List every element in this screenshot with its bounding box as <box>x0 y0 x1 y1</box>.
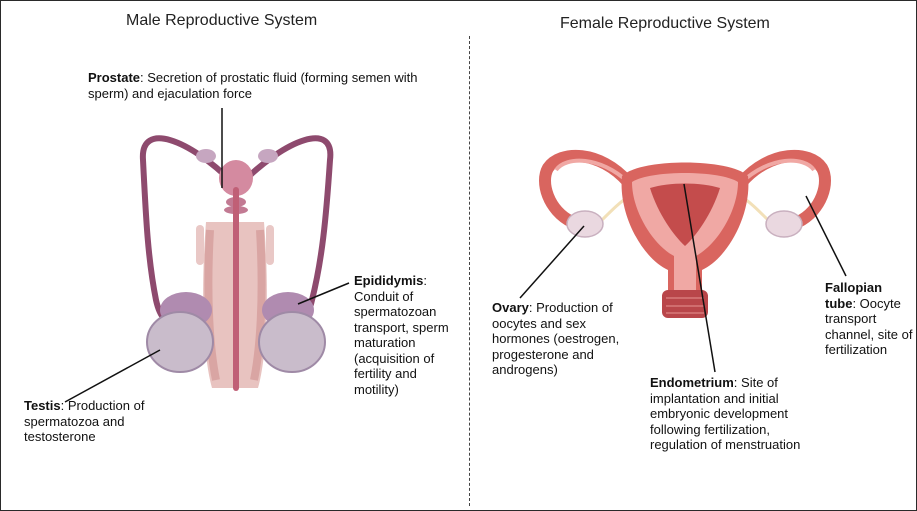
prostate-name: Prostate <box>88 70 140 85</box>
ovary-label: Ovary: Production of oocytes and sex hor… <box>492 300 642 378</box>
endometrium-label: Endometrium: Site of implantation and in… <box>650 375 822 453</box>
fallopian-label: Fallopian tube: Oocyte transport channel… <box>825 280 913 358</box>
testis-name: Testis <box>24 398 61 413</box>
seminal-vesicle-right <box>258 149 278 163</box>
ovary-right <box>766 211 802 237</box>
epididymis-leader <box>298 283 349 304</box>
testis-right <box>259 312 325 372</box>
testis-leader <box>65 350 160 402</box>
epididymis-name: Epididymis <box>354 273 423 288</box>
ovary-left <box>567 211 603 237</box>
prostate-label: Prostate: Secretion of prostatic fluid (… <box>88 70 448 101</box>
endometrium-name: Endometrium <box>650 375 734 390</box>
ovary-name: Ovary <box>492 300 529 315</box>
ovary-leader <box>520 226 584 298</box>
epididymis-desc: : Conduit of spermatozoan transport, spe… <box>354 273 449 397</box>
epididymis-label: Epididymis: Conduit of spermatozoan tran… <box>354 273 454 397</box>
cervix <box>662 290 708 318</box>
seminal-vesicle-left <box>196 149 216 163</box>
fallopian-leader <box>806 196 846 276</box>
testis-left <box>147 312 213 372</box>
testis-label: Testis: Production of spermatozoa and te… <box>24 398 164 445</box>
male-illustration <box>65 108 349 402</box>
